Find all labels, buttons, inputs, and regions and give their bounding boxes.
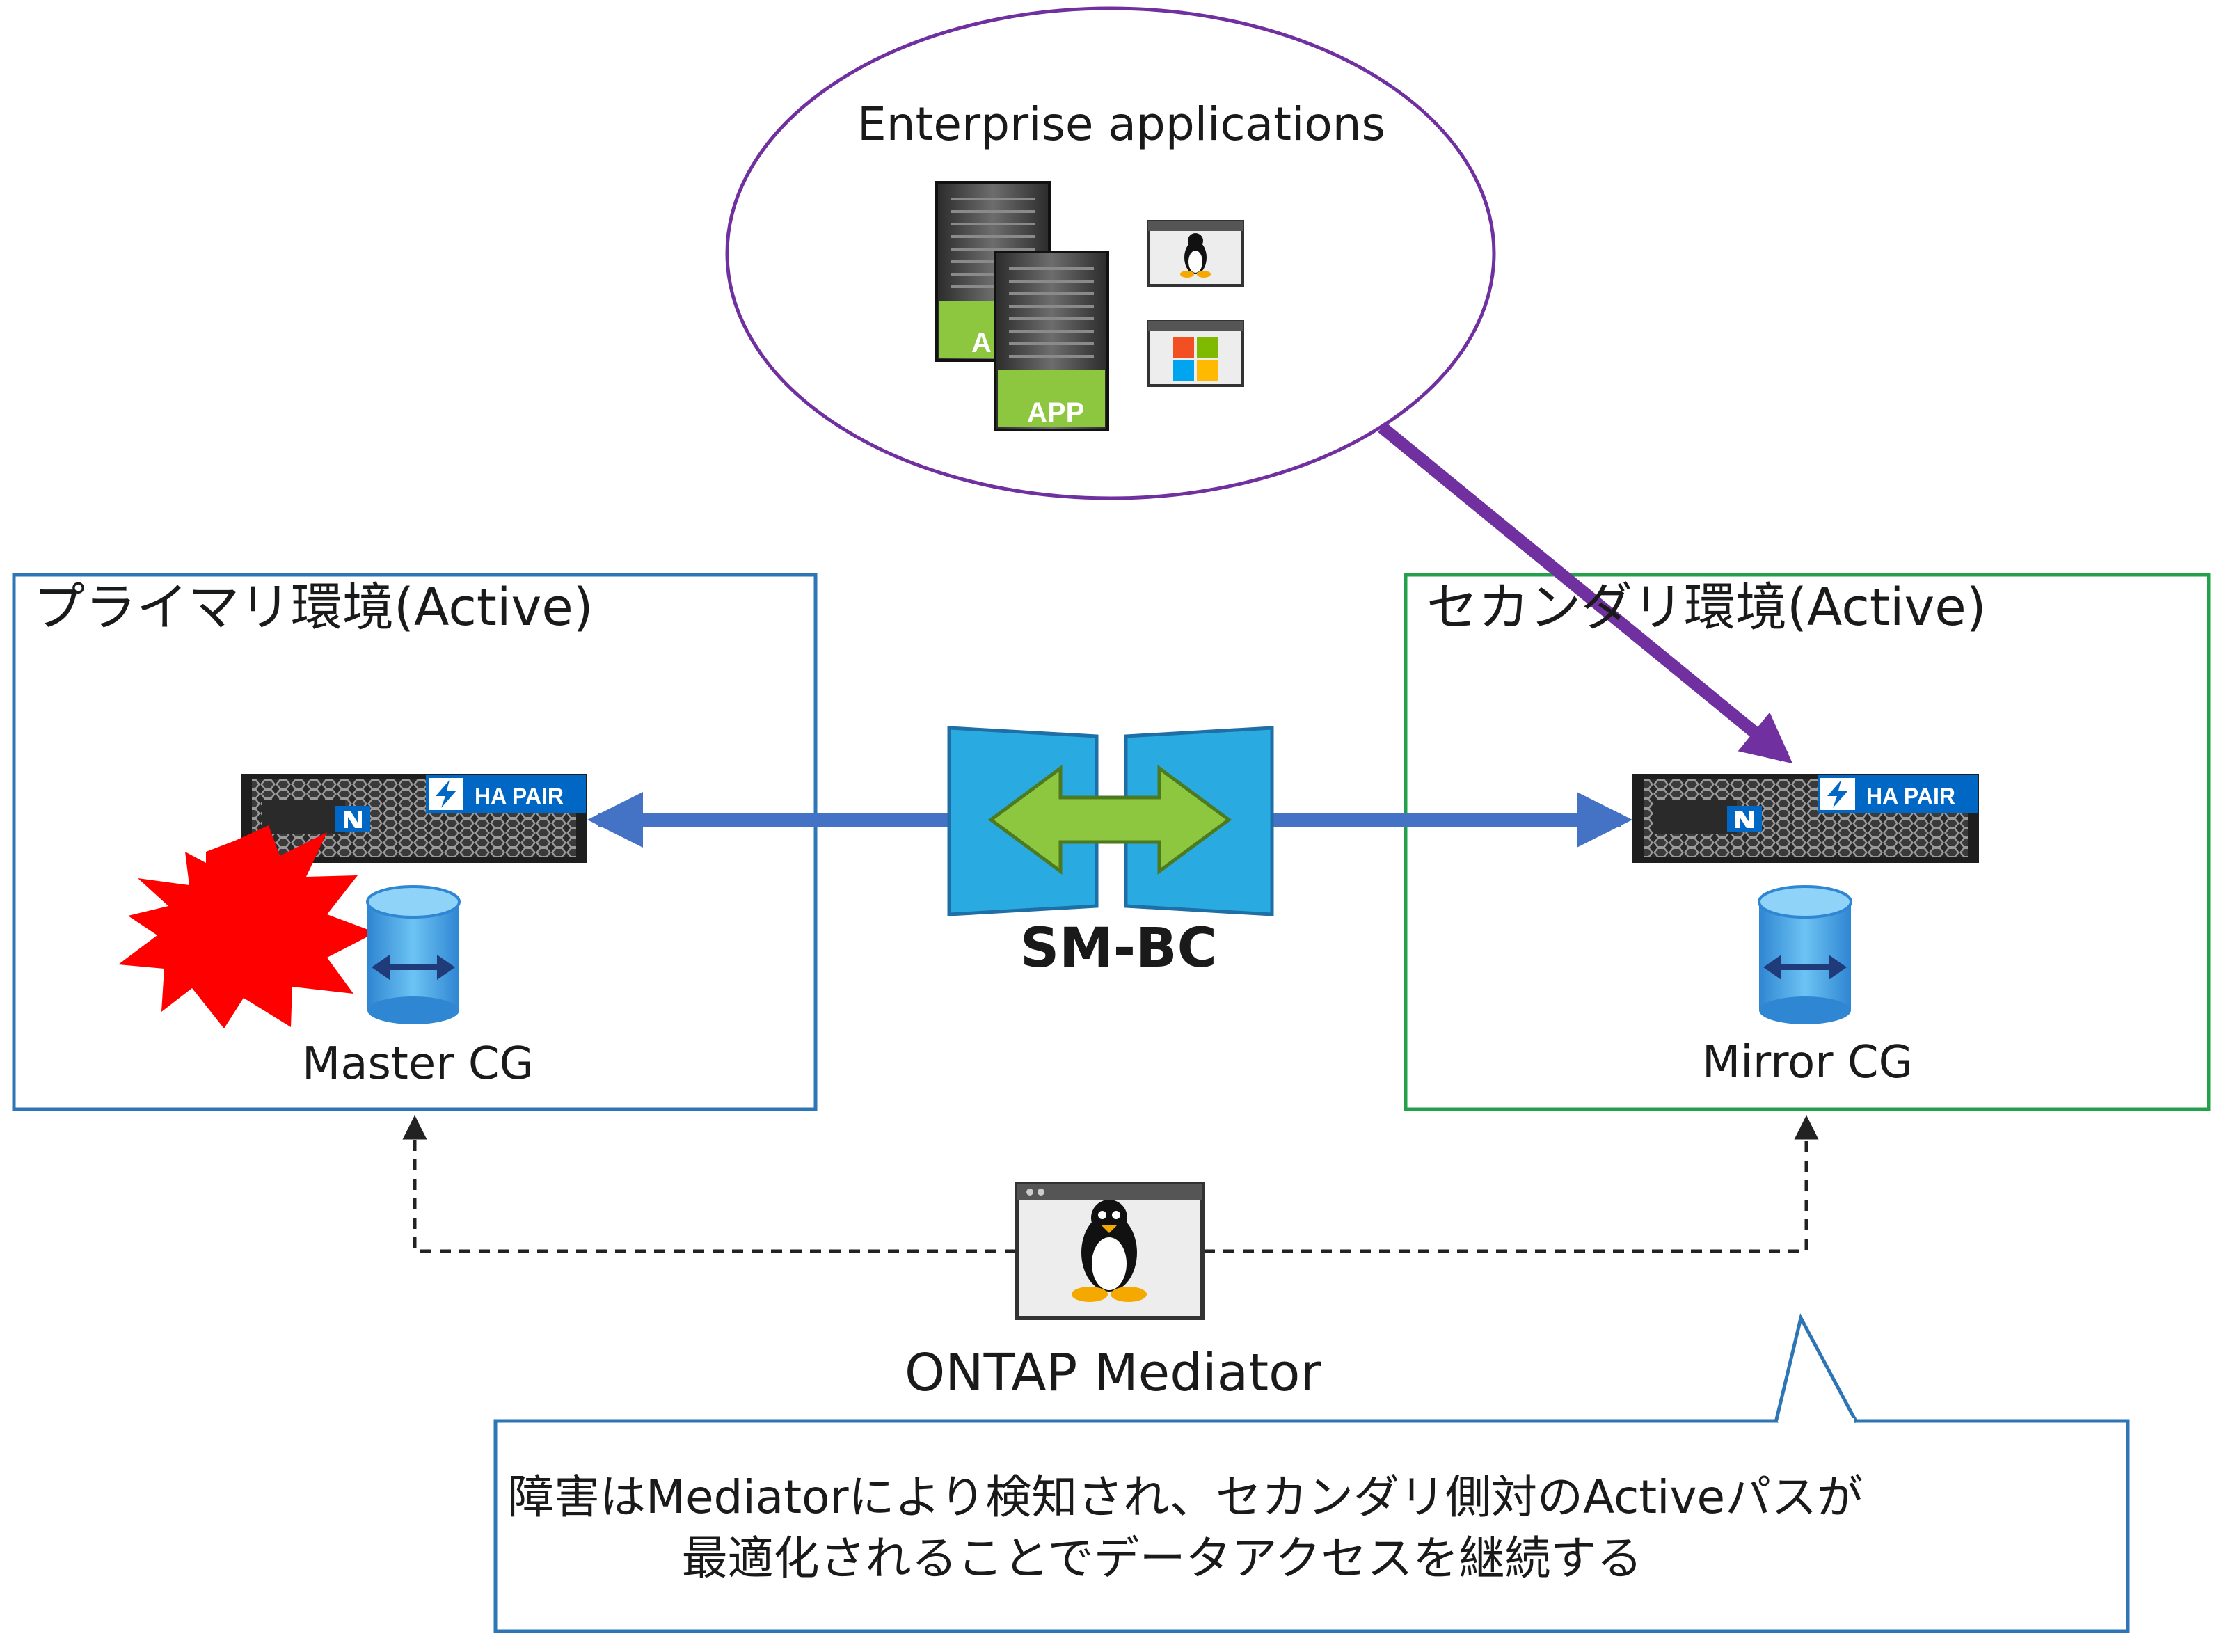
app-label-partial: A (971, 328, 992, 358)
secondary-environment-box (1404, 573, 2211, 1111)
linux-mediator-icon (1015, 1182, 1205, 1320)
enterprise-apps-ellipse (725, 6, 1496, 500)
windows-vm-icon (1147, 320, 1244, 387)
secondary-environment-title: セカンダリ環境(Active) (1426, 578, 1987, 637)
callout-line-2: 最適化されることでデータアクセスを継続する (681, 1532, 1643, 1585)
primary-environment-box (12, 573, 818, 1111)
secondary-ha-badge: HA PAIR (1866, 784, 1955, 809)
enterprise-apps-title: Enterprise applications (857, 97, 1385, 151)
primary-ha-badge: HA PAIR (475, 784, 564, 809)
database-icon (366, 885, 461, 1024)
mediator-link-secondary (1204, 1115, 1819, 1253)
app-server-icon: APP (994, 251, 1109, 431)
primary-environment-title: プライマリ環境(Active) (33, 578, 594, 637)
callout-pointer (1774, 1313, 1859, 1424)
smbc-label: SM-BC (1020, 917, 1217, 980)
linux-vm-icon (1147, 220, 1244, 287)
master-cg-label: Master CG (302, 1038, 534, 1090)
smbc-replication-icon (947, 726, 1274, 916)
failure-burst-icon (118, 825, 376, 1028)
callout-line-1: 障害はMediatorにより検知され、セカンダリ側対のActiveパスが (508, 1470, 1863, 1524)
ha-pair-storage-icon: HA PAIR (1632, 774, 1979, 863)
callout-text: 障害はMediatorにより検知され、セカンダリ側対のActiveパスが 最適化… (508, 1467, 1863, 1589)
mediator-link-primary (402, 1115, 1016, 1253)
ha-pair-storage-icon: HA PAIR (241, 774, 587, 863)
active-path-arrow (1378, 422, 1793, 764)
mirror-cg-label: Mirror CG (1702, 1037, 1914, 1088)
app-label: APP (1027, 397, 1084, 428)
database-icon (1758, 885, 1852, 1024)
ontap-mediator-label: ONTAP Mediator (905, 1343, 1321, 1403)
